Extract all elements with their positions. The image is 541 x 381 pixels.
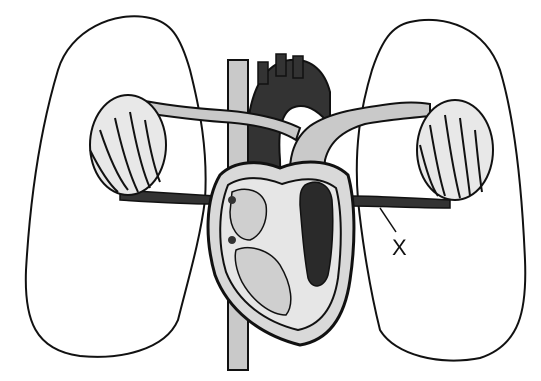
label-x: X xyxy=(392,235,407,260)
aortic-branch-2 xyxy=(276,54,286,76)
aortic-branch-1 xyxy=(258,62,268,84)
valve-1 xyxy=(228,196,236,204)
left-alveoli xyxy=(90,95,166,195)
aortic-branch-3 xyxy=(293,56,303,78)
right-alveoli xyxy=(417,100,493,200)
valve-2 xyxy=(228,236,236,244)
